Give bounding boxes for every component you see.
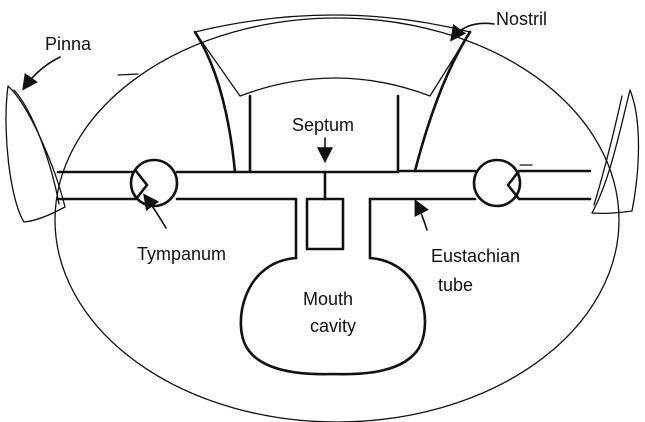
eustachian-label-line-2: tube bbox=[438, 275, 473, 295]
left-middle-ear-chamber bbox=[131, 160, 177, 206]
stray-mark-left bbox=[118, 74, 138, 75]
septum-label: Septum bbox=[292, 115, 354, 135]
nostril-label: Nostril bbox=[496, 9, 547, 29]
pinna-arrow bbox=[24, 57, 60, 88]
nasal-chamber-outline bbox=[195, 15, 470, 96]
right-pinna-inner-edge bbox=[594, 96, 622, 205]
septum-box bbox=[307, 199, 343, 249]
left-nasal-tube-outer bbox=[195, 32, 235, 172]
eustachian-label-line-1: Eustachian bbox=[431, 246, 520, 266]
tympanum-label: Tympanum bbox=[137, 244, 226, 264]
left-pinna-inner-edge bbox=[14, 90, 59, 204]
nostril-arrow bbox=[452, 23, 494, 39]
right-pinna bbox=[592, 90, 639, 213]
right-nasal-tube-outer bbox=[415, 32, 470, 171]
mouth-label-line-2: cavity bbox=[310, 316, 356, 336]
mouth-label-line-1: Mouth bbox=[303, 289, 353, 309]
eustachian-tube-arrow bbox=[416, 202, 427, 230]
pinna-label: Pinna bbox=[45, 34, 92, 54]
right-middle-ear-chamber bbox=[474, 160, 520, 206]
